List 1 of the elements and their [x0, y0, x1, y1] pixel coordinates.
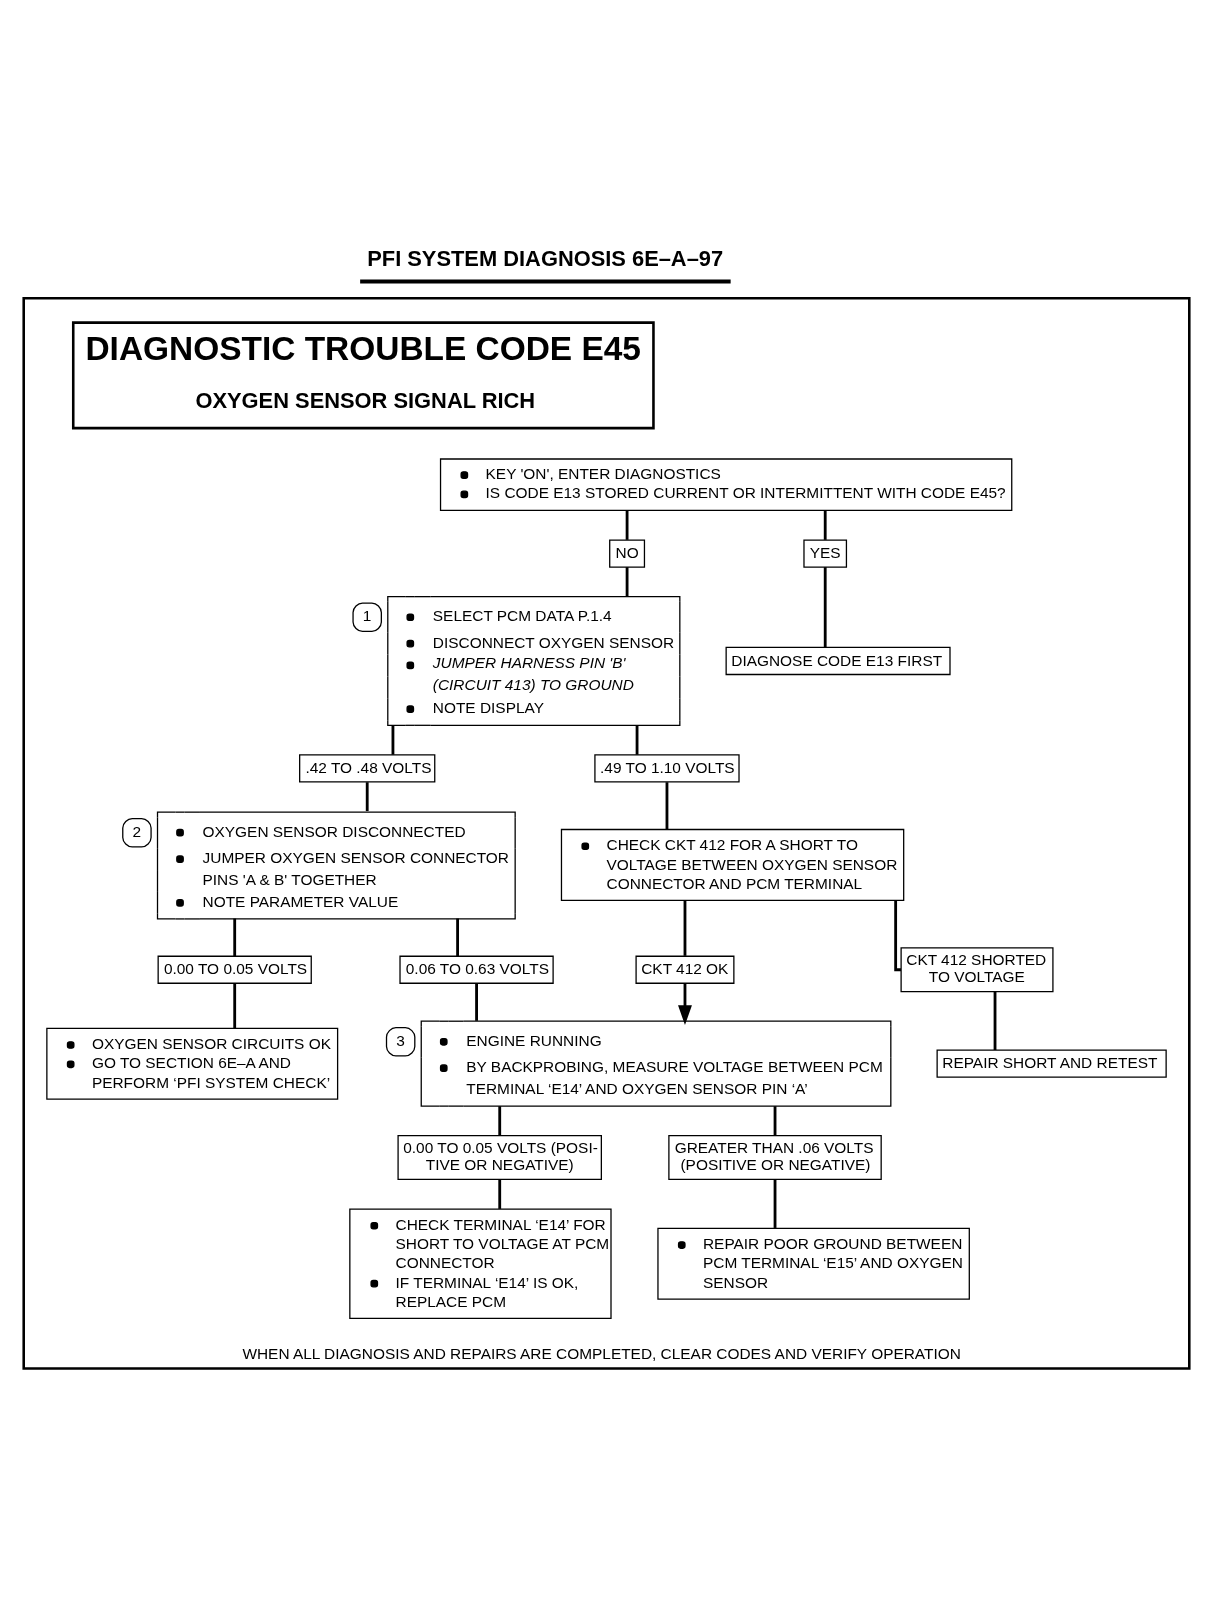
label: PFI SYSTEM DIAGNOSIS 6E–A–97: [367, 246, 724, 272]
